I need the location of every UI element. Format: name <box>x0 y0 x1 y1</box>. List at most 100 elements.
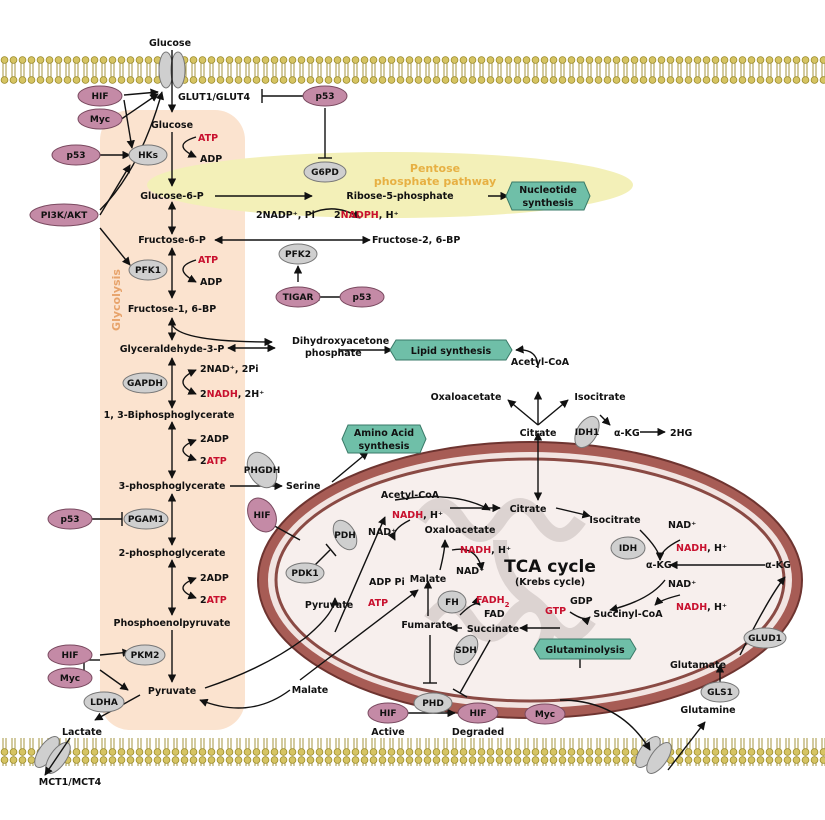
svg-text:1, 3-Biphosphoglycerate: 1, 3-Biphosphoglycerate <box>104 410 235 421</box>
enzyme-ovals: HKs G6PD PFK1 PFK2 TIGAR GAPDH PHGDH PGA… <box>83 144 787 714</box>
g6pd-enzyme: G6PD <box>303 161 347 183</box>
svg-text:Fructose-1, 6-BP: Fructose-1, 6-BP <box>128 304 216 315</box>
hif-degraded: HIF <box>457 702 499 724</box>
svg-text:GLUD1: GLUD1 <box>748 634 782 644</box>
ldha-enzyme: LDHA <box>83 691 125 713</box>
hif-pdk1-regulator: HIF <box>247 497 277 533</box>
svg-text:(Krebs cycle): (Krebs cycle) <box>515 577 585 588</box>
svg-text:ADP: ADP <box>200 154 222 165</box>
tigar-enzyme: TIGAR <box>275 286 321 308</box>
svg-text:HIF: HIF <box>253 511 270 521</box>
p53-hk-regulator: p53 <box>51 144 101 166</box>
svg-text:HIF: HIF <box>469 709 486 719</box>
hif-regulator: HIF <box>77 85 123 107</box>
hif-active: HIF <box>367 702 409 724</box>
svg-text:Isocitrate: Isocitrate <box>574 392 625 403</box>
svg-text:Active: Active <box>371 727 404 738</box>
sdh-enzyme: SDH <box>453 634 479 666</box>
svg-text:PFK1: PFK1 <box>135 266 161 276</box>
svg-text:Dihydroxyacetone: Dihydroxyacetone <box>292 336 389 347</box>
idh1-enzyme: IDH1 <box>574 415 600 449</box>
svg-text:Glutamate: Glutamate <box>670 660 726 671</box>
svg-text:Glutaminolysis: Glutaminolysis <box>545 645 625 656</box>
svg-text:3-phosphoglycerate: 3-phosphoglycerate <box>119 481 226 492</box>
svg-text:2NADP⁺, Pi: 2NADP⁺, Pi <box>256 210 315 221</box>
svg-text:NAD⁺: NAD⁺ <box>368 527 396 538</box>
pgam1-enzyme: PGAM1 <box>123 508 169 530</box>
svg-text:GTP: GTP <box>545 606 566 617</box>
svg-text:PDH: PDH <box>334 531 356 541</box>
myc-glutaminolysis-regulator: Myc <box>524 703 566 725</box>
svg-text:ATP: ATP <box>368 598 388 609</box>
svg-text:PHD: PHD <box>422 699 444 709</box>
svg-text:α-KG: α-KG <box>765 560 791 571</box>
regulator-ovals: HIF Myc p53 p53 PI3K/AKT p53 p53 HIF Myc… <box>29 85 566 725</box>
svg-text:Succinyl-CoA: Succinyl-CoA <box>593 609 663 620</box>
svg-text:Fumarate: Fumarate <box>401 620 452 631</box>
svg-text:ADP Pi: ADP Pi <box>369 577 405 588</box>
svg-text:HIF: HIF <box>91 92 108 102</box>
svg-text:Myc: Myc <box>60 674 80 684</box>
svg-text:HKs: HKs <box>138 151 158 161</box>
svg-text:2HG: 2HG <box>670 428 693 439</box>
p53-pgam1-regulator: p53 <box>47 508 93 530</box>
svg-text:NADH, H⁺: NADH, H⁺ <box>676 543 727 554</box>
svg-text:NAD⁺: NAD⁺ <box>456 566 484 577</box>
svg-text:MCT1/MCT4: MCT1/MCT4 <box>39 777 102 788</box>
gapdh-enzyme: GAPDH <box>122 372 168 394</box>
svg-text:ADP: ADP <box>200 277 222 288</box>
svg-text:2ADP: 2ADP <box>200 573 229 584</box>
pi3k-akt-regulator: PI3K/AKT <box>29 203 99 227</box>
svg-text:PFK2: PFK2 <box>285 250 311 260</box>
pdk1-enzyme: PDK1 <box>285 562 325 584</box>
svg-text:Pyruvate: Pyruvate <box>305 600 353 611</box>
glucose-extracellular: Glucose <box>149 38 191 49</box>
pkm2-enzyme: PKM2 <box>124 644 166 666</box>
glud1-enzyme: GLUD1 <box>743 627 787 649</box>
svg-text:Phosphoenolpyruvate: Phosphoenolpyruvate <box>113 618 230 629</box>
svg-text:2ATP: 2ATP <box>200 456 227 467</box>
lipid-synthesis-box: Lipid synthesis <box>389 339 513 361</box>
svg-text:IDH: IDH <box>619 544 637 554</box>
glut-transporter <box>158 51 186 89</box>
svg-text:Isocitrate: Isocitrate <box>589 515 640 526</box>
svg-text:phosphate pathway: phosphate pathway <box>374 175 496 188</box>
svg-text:G6PD: G6PD <box>311 168 339 178</box>
svg-text:IDH1: IDH1 <box>575 428 600 438</box>
gls1-enzyme: GLS1 <box>700 681 740 703</box>
svg-text:synthesis: synthesis <box>359 441 410 452</box>
idh-enzyme: IDH <box>610 536 646 560</box>
svg-text:NADH, H⁺: NADH, H⁺ <box>460 545 511 556</box>
svg-text:Glyceraldehyde-3-P: Glyceraldehyde-3-P <box>120 344 225 355</box>
svg-text:α-KG: α-KG <box>646 560 672 571</box>
svg-text:Myc: Myc <box>90 115 110 125</box>
svg-text:Amino Acid: Amino Acid <box>354 428 414 439</box>
svg-text:Pyruvate: Pyruvate <box>148 686 196 697</box>
hif-pkm2-regulator: HIF <box>47 644 93 666</box>
nucleotide-synthesis-box: Nucleotide synthesis <box>505 181 591 211</box>
phd-enzyme: PHD <box>413 692 453 714</box>
svg-text:Acetyl-CoA: Acetyl-CoA <box>381 490 440 501</box>
svg-text:p53: p53 <box>61 515 80 525</box>
hks-enzyme: HKs <box>128 144 168 166</box>
r5p-label: Ribose-5-phosphate <box>346 191 453 202</box>
svg-text:Serine: Serine <box>286 481 320 492</box>
svg-text:Nucleotide: Nucleotide <box>519 185 577 196</box>
svg-text:ATP: ATP <box>198 255 218 266</box>
svg-text:2ATP: 2ATP <box>200 595 227 606</box>
svg-text:NADH, H⁺: NADH, H⁺ <box>392 510 443 521</box>
amino-acid-synthesis-box: Amino Acid synthesis <box>341 424 427 454</box>
svg-text:NADH, H⁺: NADH, H⁺ <box>676 602 727 613</box>
svg-text:LDHA: LDHA <box>90 698 118 708</box>
svg-text:PHGDH: PHGDH <box>244 466 281 476</box>
svg-text:2ADP: 2ADP <box>200 434 229 445</box>
svg-text:2NAD⁺, 2Pi: 2NAD⁺, 2Pi <box>200 364 259 375</box>
fh-enzyme: FH <box>437 590 467 614</box>
svg-text:phosphate: phosphate <box>305 348 362 359</box>
top-membrane <box>0 56 825 84</box>
phgdh-enzyme: PHGDH <box>244 451 281 489</box>
f6p-label: Fructose-6-P <box>138 235 206 246</box>
pfk1-enzyme: PFK1 <box>128 259 168 281</box>
glut-label: GLUT1/GLUT4 <box>178 92 250 103</box>
